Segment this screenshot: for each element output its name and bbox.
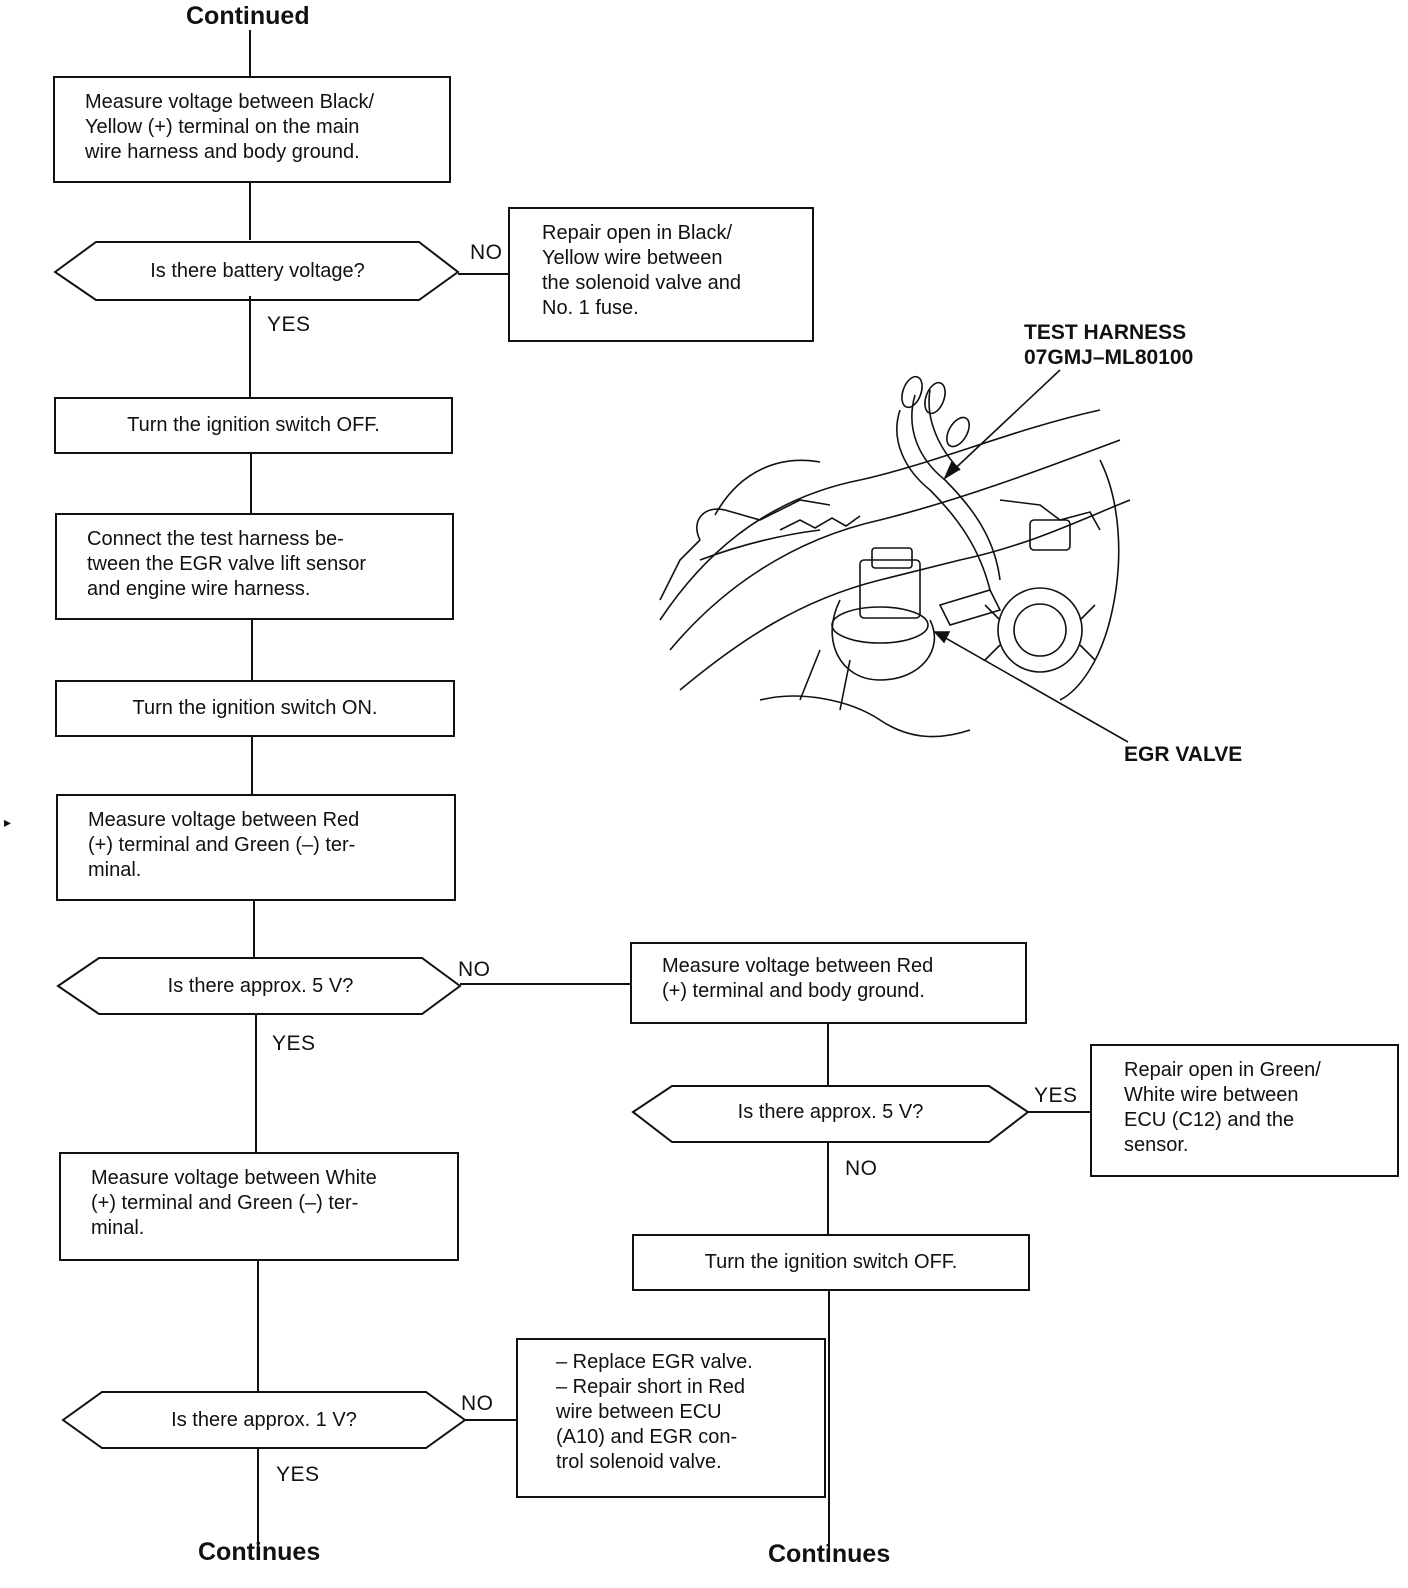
decision-approx-1v: Is there approx. 1 V? [171,1409,357,1431]
decision-shape [53,241,460,301]
step-measure-red-green: Measure voltage between Red (+) terminal… [56,794,456,901]
margin-marker: ▸ [4,814,12,830]
continues-heading-left: Continues [198,1538,321,1566]
step-measure-red-ground: Measure voltage between Red (+) terminal… [630,942,1027,1024]
decision-battery-voltage: Is there battery voltage? [150,260,365,282]
step-repair-green-white: Repair open in Green/ White wire between… [1090,1044,1399,1177]
yes-label: YES [1034,1084,1078,1107]
step-connect-test-harness: Connect the test harness be- tween the E… [55,513,454,620]
step-measure-white-green: Measure voltage between White (+) termin… [59,1152,459,1261]
decision-shape [631,1085,1030,1143]
step-measure-black-yellow: Measure voltage between Black/ Yellow (+… [53,76,451,183]
step-ignition-on: Turn the ignition switch ON. [55,680,455,737]
no-label: NO [470,241,503,264]
step-repair-black-yellow: Repair open in Black/ Yellow wire betwee… [508,207,814,342]
test-harness-callout: TEST HARNESS 07GMJ–ML80100 [1024,321,1194,369]
yes-label: YES [272,1032,316,1055]
step-ignition-off-1: Turn the ignition switch OFF. [54,397,453,454]
egr-valve-callout: EGR VALVE [1124,743,1243,766]
decision-approx-5v-right: Is there approx. 5 V? [737,1101,924,1123]
decision-approx-5v-left: Is there approx. 5 V? [167,975,354,997]
no-label: NO [461,1392,494,1415]
continues-heading-right: Continues [768,1540,891,1568]
decision-shape [61,1391,467,1449]
continued-heading: Continued [186,2,310,30]
no-label: NO [845,1157,878,1180]
egr-valve-illustration [659,375,1131,738]
step-ignition-off-2: Turn the ignition switch OFF. [632,1234,1030,1291]
yes-label: YES [276,1463,320,1486]
callout-leader-lines [933,369,1129,743]
step-replace-repair: – Replace EGR valve. – Repair short in R… [516,1338,826,1498]
decision-shape [56,957,462,1015]
yes-label: YES [267,313,311,336]
no-label: NO [458,958,491,981]
